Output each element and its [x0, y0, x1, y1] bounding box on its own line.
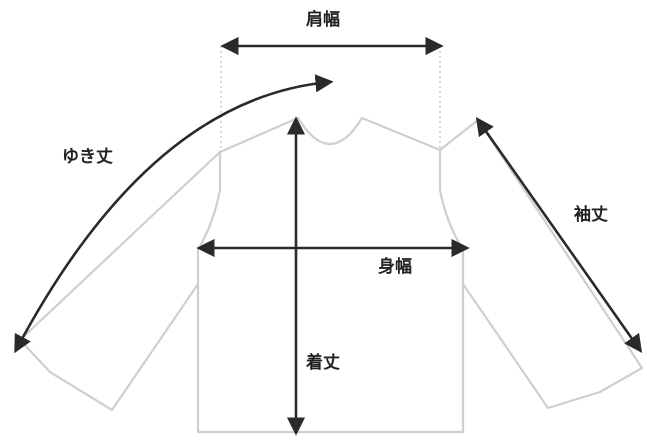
yuki-length-arrow	[14, 74, 334, 354]
yuki-length-label: ゆき丈	[62, 147, 113, 167]
sleeve-length-arrow	[475, 117, 643, 353]
right-sleeve-outline	[439, 118, 644, 410]
shoulder-width-label: 肩幅	[306, 10, 340, 30]
body-outline	[196, 116, 465, 434]
body-width-label: 身幅	[378, 257, 412, 277]
garment-outline	[18, 116, 644, 434]
left-sleeve-outline	[18, 151, 221, 412]
body-length-label: 着丈	[306, 353, 340, 373]
sleeve-length-label: 袖丈	[574, 205, 608, 225]
shoulder-guides	[220, 46, 441, 152]
